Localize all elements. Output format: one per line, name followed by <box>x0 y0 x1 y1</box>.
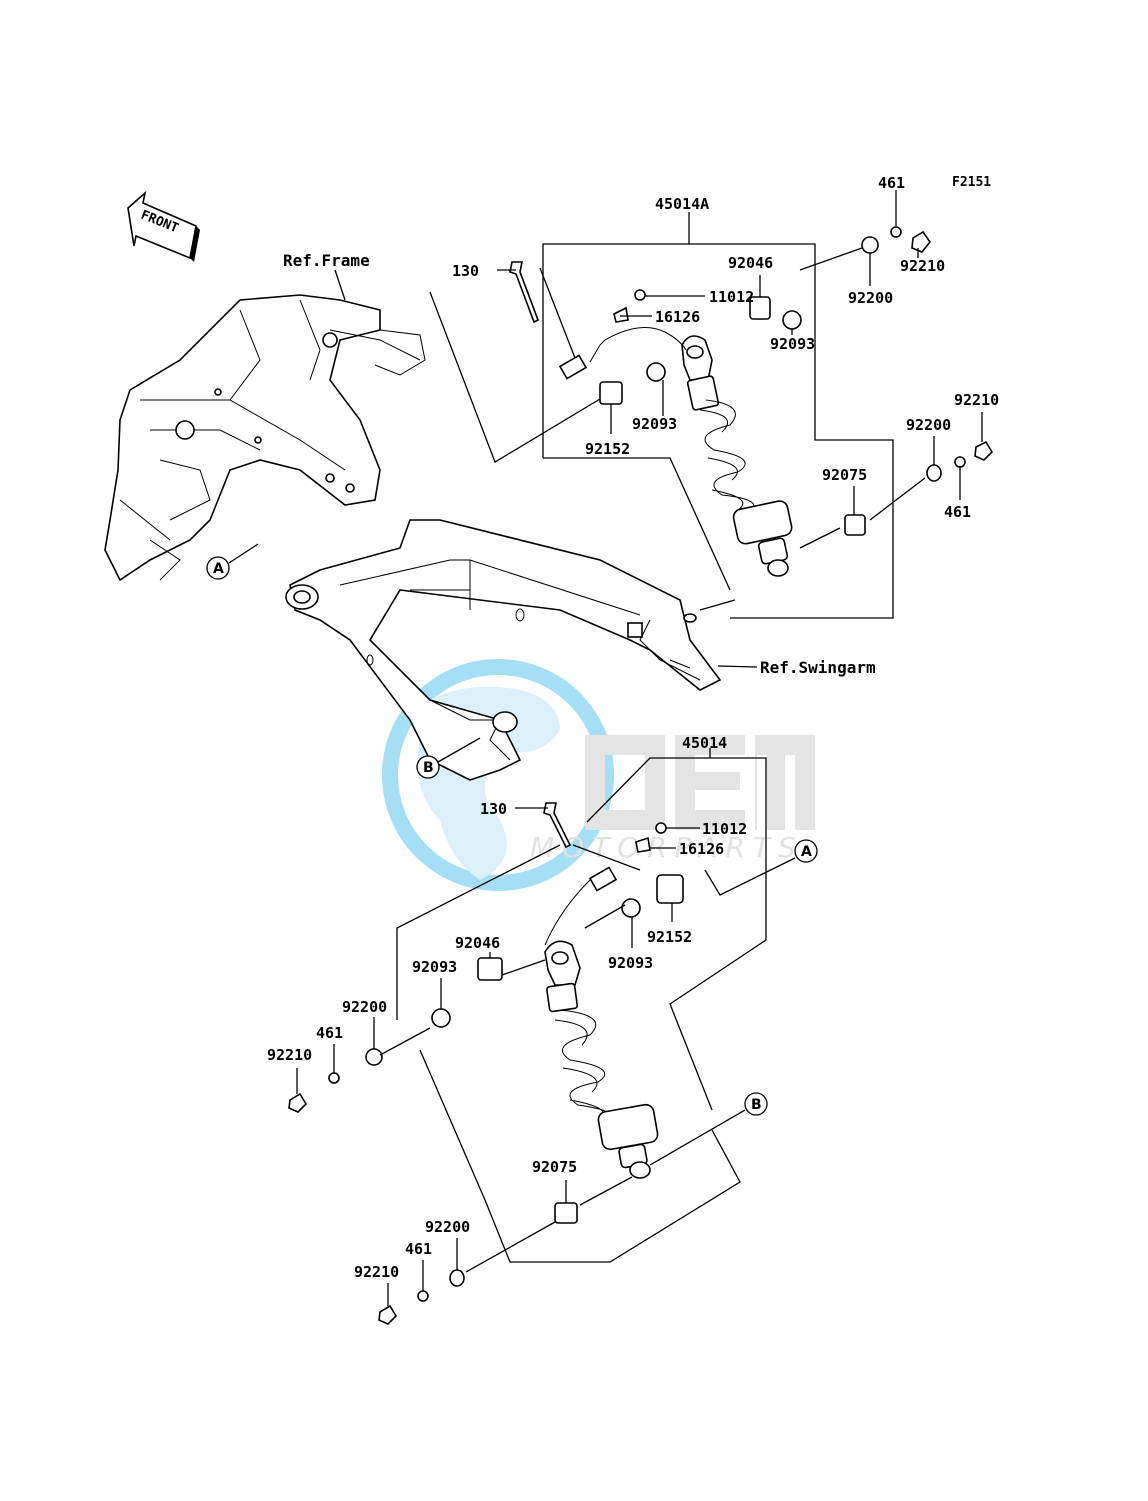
ref-swingarm-leader <box>717 665 758 668</box>
lower-part-461a <box>328 1072 340 1084</box>
lower-label-45014: 45014 <box>682 734 727 752</box>
upper-part-92152 <box>599 381 623 405</box>
upper-label-92093b: 92093 <box>632 415 677 433</box>
marker-a-lower: A <box>794 839 818 863</box>
ref-swingarm-label: Ref.Swingarm <box>760 658 876 677</box>
upper-part-92075 <box>844 514 866 536</box>
upper-label-92210b: 92210 <box>954 391 999 409</box>
lower-assembly <box>288 748 796 1325</box>
lower-part-92093a <box>431 1008 451 1028</box>
figure-code: F2151 <box>952 175 991 190</box>
lower-label-16126: 16126 <box>679 840 724 858</box>
lower-part-92075 <box>554 1202 578 1224</box>
marker-b-lower: B <box>744 1092 768 1116</box>
upper-label-92200b: 92200 <box>906 416 951 434</box>
lower-label-92200a: 92200 <box>342 998 387 1016</box>
frame-drawing <box>104 294 426 582</box>
marker-a-frame: A <box>206 543 259 580</box>
lower-label-130: 130 <box>480 800 507 818</box>
watermark-letter-m <box>755 735 815 830</box>
upper-label-130: 130 <box>452 262 479 280</box>
lower-part-461b <box>417 1290 429 1302</box>
upper-part-92093b <box>646 362 666 382</box>
svg-text:B: B <box>751 1097 762 1113</box>
lower-label-92046: 92046 <box>455 934 500 952</box>
svg-text:A: A <box>213 561 224 577</box>
upper-label-16126: 16126 <box>655 308 700 326</box>
watermark: MOTORPARTS <box>382 659 815 891</box>
lower-part-92210a <box>288 1092 308 1113</box>
upper-label-461a: 461 <box>878 174 905 192</box>
upper-part-11012 <box>634 289 646 301</box>
upper-part-461b <box>954 456 966 468</box>
upper-label-92210a: 92210 <box>900 257 945 275</box>
lower-part-92200b <box>449 1269 465 1287</box>
upper-part-92200b <box>926 464 942 482</box>
lower-label-92210b: 92210 <box>354 1263 399 1281</box>
lower-label-92093a: 92093 <box>412 958 457 976</box>
lower-label-92200b: 92200 <box>425 1218 470 1236</box>
upper-part-92200a <box>861 236 879 254</box>
front-arrow-shadow <box>190 226 200 262</box>
upper-part-92093a <box>782 310 802 330</box>
upper-label-92075: 92075 <box>822 466 867 484</box>
upper-label-92093a: 92093 <box>770 335 815 353</box>
lower-part-92046 <box>477 957 503 981</box>
upper-label-11012: 11012 <box>709 288 754 306</box>
upper-part-92210a <box>911 230 931 253</box>
watermark-globe <box>382 659 614 891</box>
lower-part-11012 <box>655 822 667 834</box>
upper-part-92210b <box>974 440 994 461</box>
ref-frame-leader <box>334 269 346 301</box>
lower-label-461b: 461 <box>405 1240 432 1258</box>
upper-label-92046: 92046 <box>728 254 773 272</box>
lower-part-92200a <box>365 1048 383 1066</box>
lower-part-92093b <box>621 898 641 918</box>
upper-assembly <box>429 190 994 619</box>
lower-label-92093b: 92093 <box>608 954 653 972</box>
svg-text:A: A <box>801 844 812 860</box>
lower-part-16126 <box>635 836 651 853</box>
upper-label-92200a: 92200 <box>848 289 893 307</box>
lower-label-92152: 92152 <box>647 928 692 946</box>
ref-frame-label: Ref.Frame <box>283 251 370 270</box>
svg-text:B: B <box>423 760 434 776</box>
upper-shock <box>558 327 793 577</box>
lower-label-92075: 92075 <box>532 1158 577 1176</box>
front-arrow: FRONT <box>127 190 200 262</box>
lower-part-130 <box>543 802 572 849</box>
marker-b-swingarm: B <box>416 737 481 779</box>
lower-shock <box>544 866 659 1179</box>
upper-label-461b: 461 <box>944 503 971 521</box>
watermark-letter-o <box>585 735 665 830</box>
upper-part-130 <box>509 261 540 324</box>
lower-label-92210a: 92210 <box>267 1046 312 1064</box>
upper-part-461a <box>890 226 902 238</box>
upper-part-16126 <box>613 306 629 323</box>
lower-part-92210b <box>378 1304 398 1325</box>
upper-label-92152: 92152 <box>585 440 630 458</box>
lower-label-461a: 461 <box>316 1024 343 1042</box>
upper-label-45014A: 45014A <box>655 195 709 213</box>
watermark-letter-e <box>675 735 745 830</box>
lower-part-92152 <box>656 874 684 904</box>
swingarm-drawing <box>285 519 722 781</box>
lower-label-11012: 11012 <box>702 820 747 838</box>
